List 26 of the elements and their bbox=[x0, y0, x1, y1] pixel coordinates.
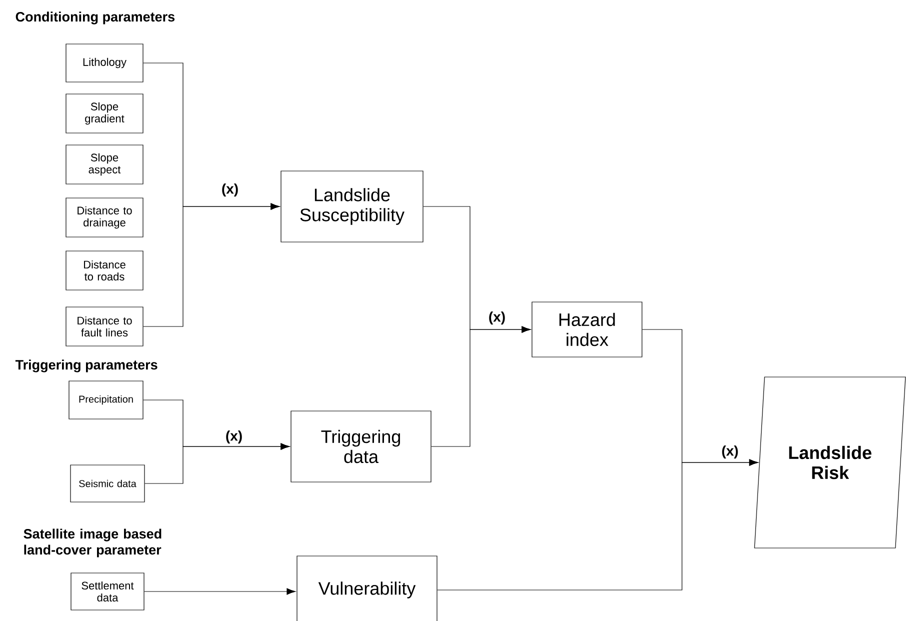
edge-label: (x) bbox=[720, 444, 740, 460]
group-heading: Triggering parameters bbox=[15, 360, 158, 372]
arrow bbox=[437, 459, 758, 590]
arrow bbox=[144, 443, 290, 484]
process-box: Hazard index bbox=[532, 302, 642, 358]
process-box: Precipitation bbox=[68, 380, 144, 420]
process-box: Settlement data bbox=[70, 572, 144, 610]
output-parallelogram: Landslide Risk bbox=[754, 376, 906, 548]
process-box: Lithology bbox=[66, 44, 144, 82]
process-box: Distance to roads bbox=[66, 250, 144, 290]
edge-label: (x) bbox=[220, 182, 240, 198]
process-box: Landslide Susceptibility bbox=[280, 170, 424, 242]
process-box: Slope aspect bbox=[66, 144, 144, 184]
arrow bbox=[431, 326, 531, 447]
arrow bbox=[144, 588, 296, 595]
process-box: Triggering data bbox=[290, 410, 432, 482]
process-box: Distance to fault lines bbox=[66, 306, 144, 346]
process-box: Slope gradient bbox=[66, 94, 144, 134]
process-box: Distance to drainage bbox=[66, 198, 144, 238]
edge-label: (x) bbox=[487, 310, 507, 326]
process-box: Seismic data bbox=[70, 464, 145, 502]
edge-label: (x) bbox=[224, 429, 244, 445]
arrow bbox=[143, 203, 280, 327]
process-box: Vulnerability bbox=[296, 556, 438, 621]
group-heading: Conditioning parameters bbox=[16, 12, 175, 24]
group-heading: Satellite image based land-cover parameter bbox=[24, 528, 162, 558]
